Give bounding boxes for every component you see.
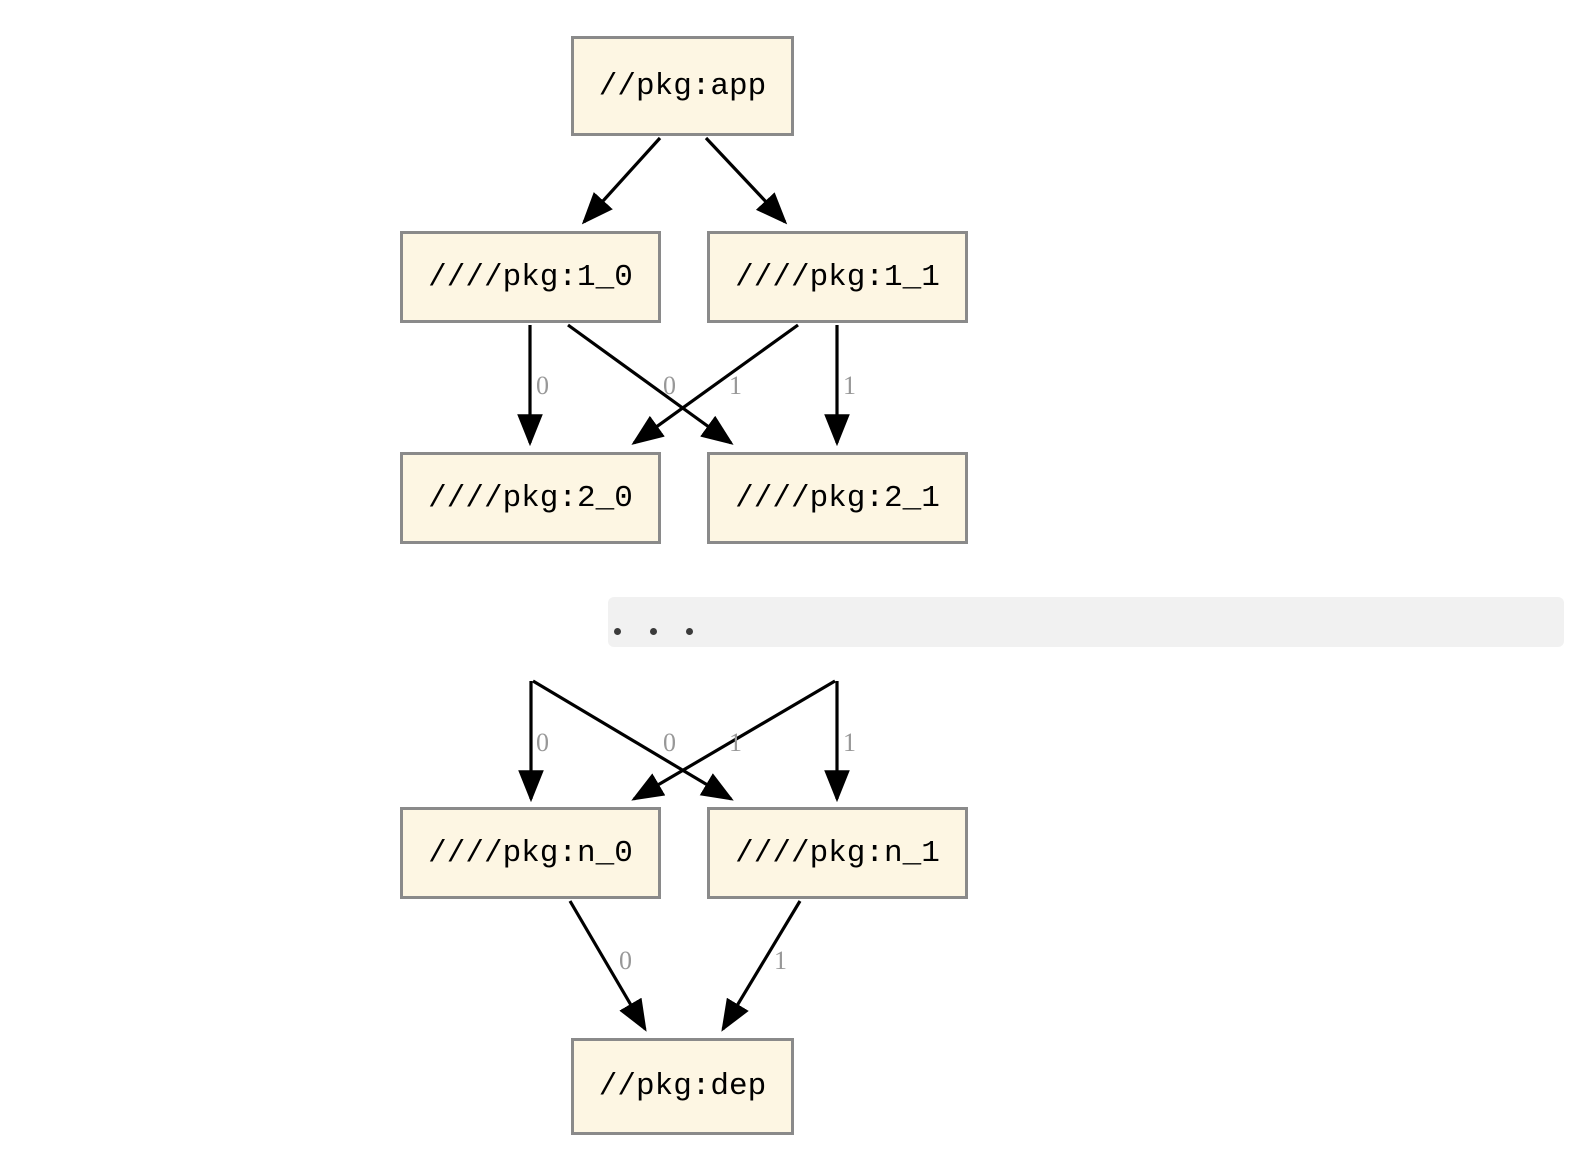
ellipsis-dot: [614, 628, 621, 635]
graph-node-label: ////pkg:1_0: [428, 259, 633, 295]
edge-label: 0: [536, 371, 549, 400]
graph-node-label: ////pkg:n_0: [428, 835, 633, 871]
ellipsis-dot: [686, 628, 693, 635]
graph-node-label: //pkg:dep: [598, 1069, 767, 1104]
graph-node-2_0[interactable]: ////pkg:2_0: [400, 452, 661, 544]
graph-node-n_1[interactable]: ////pkg:n_1: [707, 807, 968, 899]
graph-node-1_1[interactable]: ////pkg:1_1: [707, 231, 968, 323]
edge-label: 0: [619, 946, 632, 975]
graph-edge: [631, 323, 799, 445]
graph-edge: [704, 136, 788, 225]
ellipsis-truncation-banner: [608, 597, 1564, 647]
ellipsis-dot: [650, 628, 657, 635]
graph-node-1_0[interactable]: ////pkg:1_0: [400, 231, 661, 323]
graph-node-dep[interactable]: //pkg:dep: [571, 1038, 794, 1135]
edge-label: 1: [774, 946, 787, 975]
edge-label: 1: [843, 728, 856, 757]
edge-label: 0: [663, 728, 676, 757]
graph-node-label: ////pkg:2_1: [735, 480, 940, 516]
graph-edge: [721, 900, 802, 1032]
edge-label: 0: [663, 371, 676, 400]
graph-node-label: ////pkg:2_0: [428, 480, 633, 516]
graph-node-n_0[interactable]: ////pkg:n_0: [400, 807, 661, 899]
graph-node-label: ////pkg:n_1: [735, 835, 940, 871]
graph-node-label: ////pkg:1_1: [735, 259, 940, 295]
graph-node-2_1[interactable]: ////pkg:2_1: [707, 452, 968, 544]
edge-label: 1: [843, 371, 856, 400]
graph-edge: [581, 136, 662, 225]
graph-edge: [532, 679, 734, 801]
edge-label: 0: [536, 728, 549, 757]
edge-label: 1: [729, 371, 742, 400]
graph-edge: [568, 900, 647, 1032]
graph-edge: [631, 679, 836, 801]
edge-label: 1: [729, 728, 742, 757]
edges-group: [517, 136, 850, 1032]
graph-edge: [567, 323, 734, 445]
graph-node-app[interactable]: //pkg:app: [571, 36, 794, 136]
graph-node-label: //pkg:app: [598, 68, 767, 104]
